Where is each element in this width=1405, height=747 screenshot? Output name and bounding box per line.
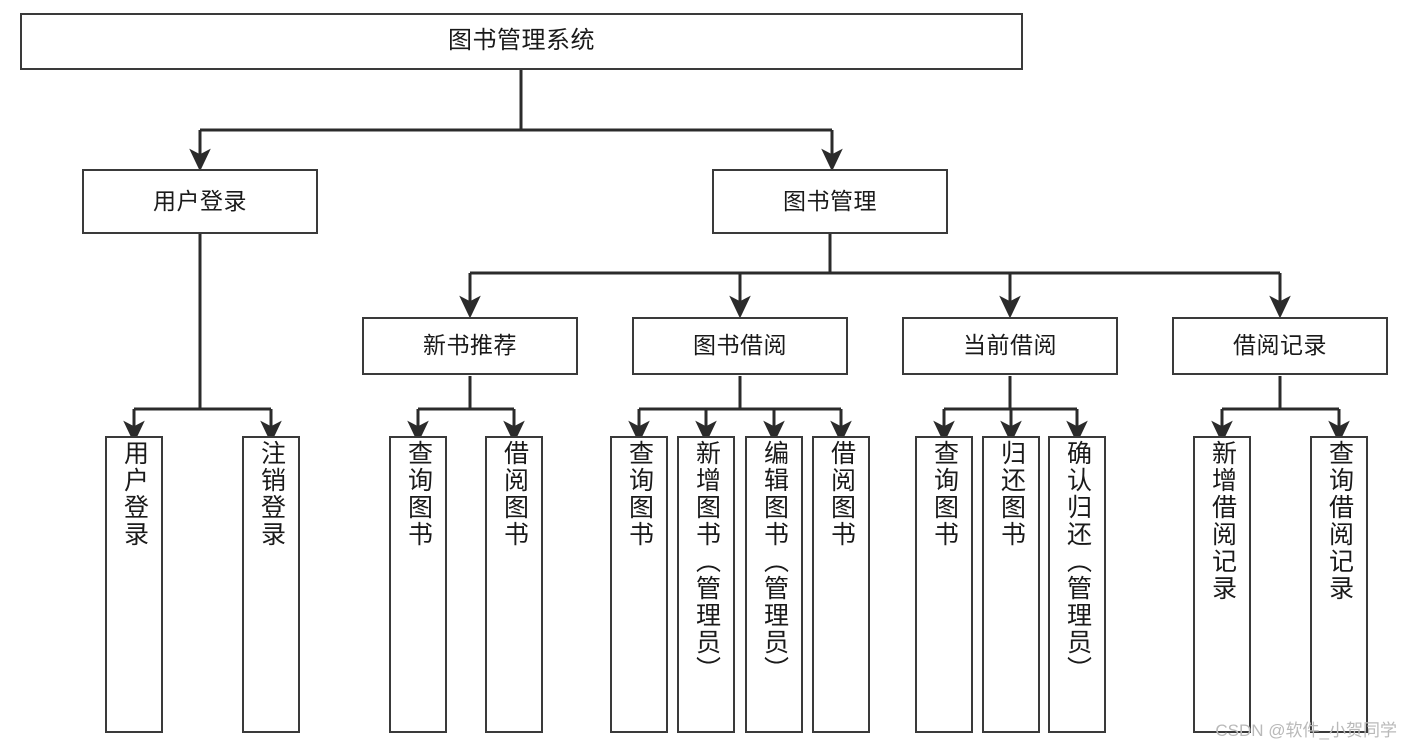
node-label: 图书借阅 — [693, 332, 787, 359]
leaf-user-login-logout[interactable]: 注销登录 — [242, 436, 300, 733]
node-label: 图书管理系统 — [448, 27, 595, 55]
node-label: 图书管理 — [783, 187, 877, 214]
node-book-borrow[interactable]: 图书借阅 — [632, 317, 848, 375]
node-label: 借阅记录 — [1233, 332, 1327, 359]
leaf-recommend-borrow-book[interactable]: 借阅图书 — [485, 436, 543, 733]
leaf-record-add-record[interactable]: 新增借阅记录 — [1193, 436, 1251, 733]
node-label: 查询图书 — [404, 440, 433, 548]
node-label: 查询借阅记录 — [1325, 440, 1354, 602]
watermark-text: CSDN @软件_小贺同学 — [1215, 721, 1397, 740]
node-label: 查询图书 — [930, 440, 959, 548]
node-current-borrow[interactable]: 当前借阅 — [902, 317, 1118, 375]
leaf-current-return-book[interactable]: 归还图书 — [982, 436, 1040, 733]
leaf-borrow-query-book[interactable]: 查询图书 — [610, 436, 668, 733]
node-label: 查询图书 — [625, 440, 654, 548]
node-label: 注销登录 — [257, 440, 286, 548]
node-label: 新书推荐 — [423, 332, 517, 359]
node-label: 编辑图书（管理员） — [760, 440, 789, 683]
node-borrow-record[interactable]: 借阅记录 — [1172, 317, 1388, 375]
leaf-user-login-login[interactable]: 用户登录 — [105, 436, 163, 733]
node-new-book-recommend[interactable]: 新书推荐 — [362, 317, 578, 375]
leaf-record-query-record[interactable]: 查询借阅记录 — [1310, 436, 1368, 733]
leaf-borrow-borrow-book[interactable]: 借阅图书 — [812, 436, 870, 733]
node-label: 新增借阅记录 — [1208, 440, 1237, 602]
node-label: 归还图书 — [997, 440, 1026, 548]
node-user-login[interactable]: 用户登录 — [82, 169, 318, 234]
node-label: 用户登录 — [120, 440, 149, 548]
node-label: 新增图书（管理员） — [692, 440, 721, 683]
node-book-management[interactable]: 图书管理 — [712, 169, 948, 234]
leaf-borrow-add-book-admin[interactable]: 新增图书（管理员） — [677, 436, 735, 733]
node-label: 当前借阅 — [963, 332, 1057, 359]
leaf-borrow-edit-book-admin[interactable]: 编辑图书（管理员） — [745, 436, 803, 733]
node-label: 用户登录 — [153, 187, 247, 214]
leaf-current-query-book[interactable]: 查询图书 — [915, 436, 973, 733]
node-root-system[interactable]: 图书管理系统 — [20, 13, 1023, 70]
node-label: 确认归还（管理员） — [1063, 440, 1092, 683]
node-label: 借阅图书 — [827, 440, 856, 548]
leaf-current-confirm-return-admin[interactable]: 确认归还（管理员） — [1048, 436, 1106, 733]
node-label: 借阅图书 — [500, 440, 529, 548]
leaf-recommend-query-book[interactable]: 查询图书 — [389, 436, 447, 733]
